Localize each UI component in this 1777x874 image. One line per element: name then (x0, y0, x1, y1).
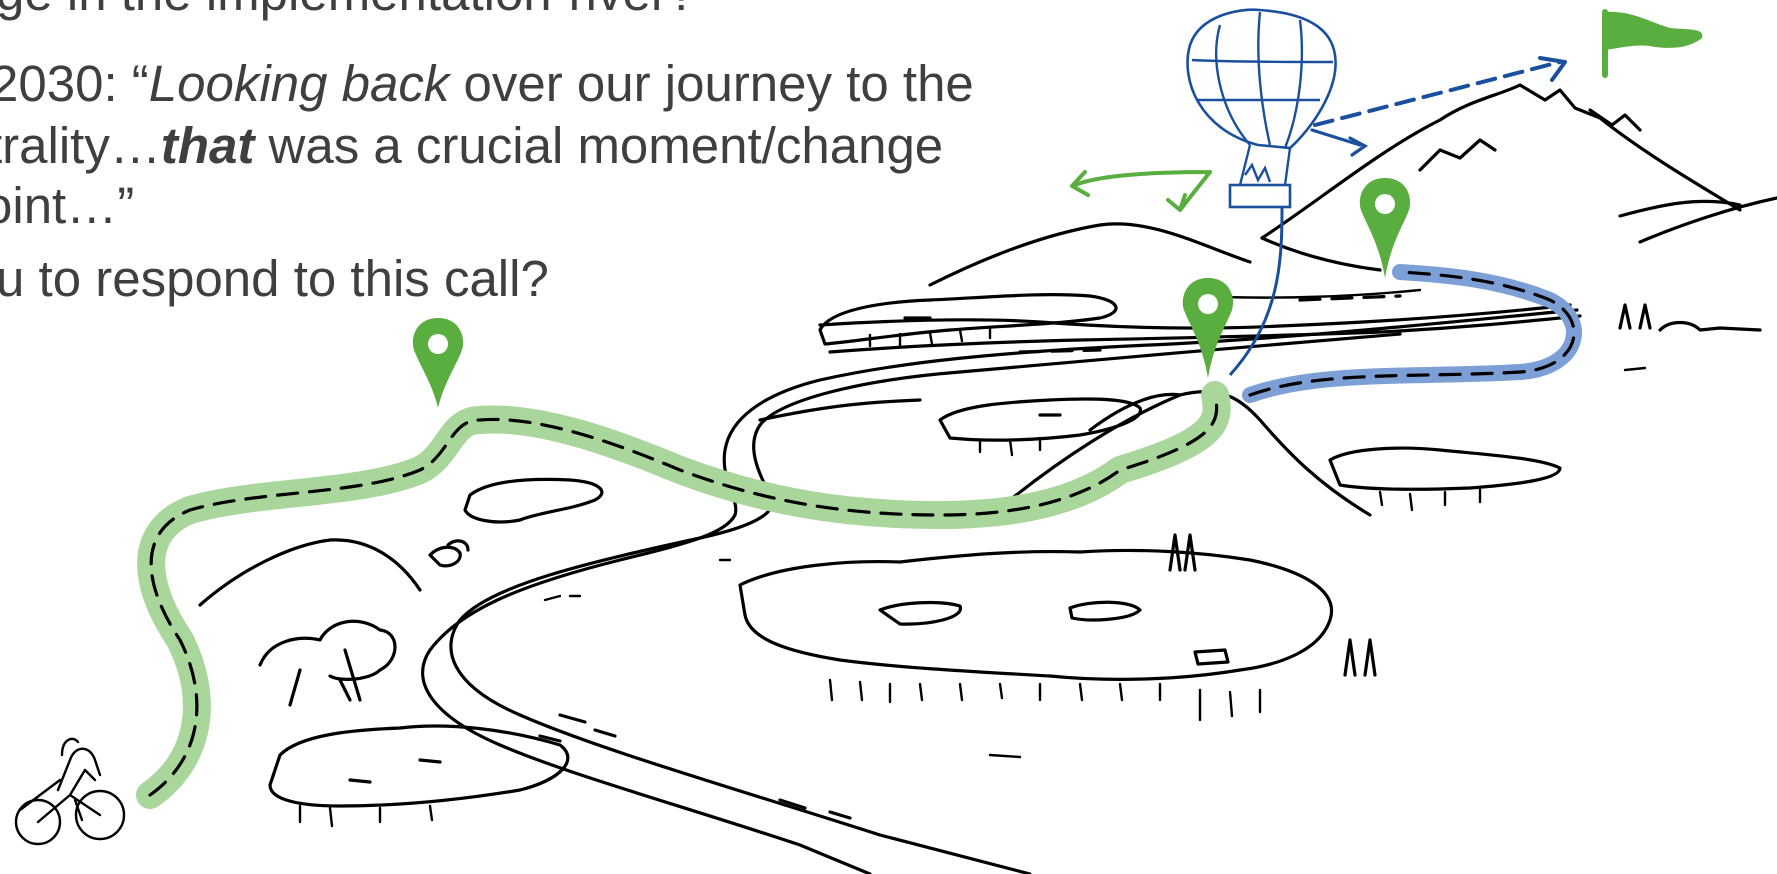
left-hills (200, 540, 1020, 757)
islands (270, 399, 1560, 826)
main-river (423, 310, 1577, 874)
green-arrow-icon (1072, 172, 1210, 210)
flag-icon (1605, 12, 1702, 75)
location-pin-icon (1360, 178, 1410, 278)
green-journey-path (150, 395, 1217, 795)
grass-tufts (1170, 305, 1760, 675)
location-pin-icon (413, 318, 463, 408)
cyclist-icon (16, 739, 124, 844)
